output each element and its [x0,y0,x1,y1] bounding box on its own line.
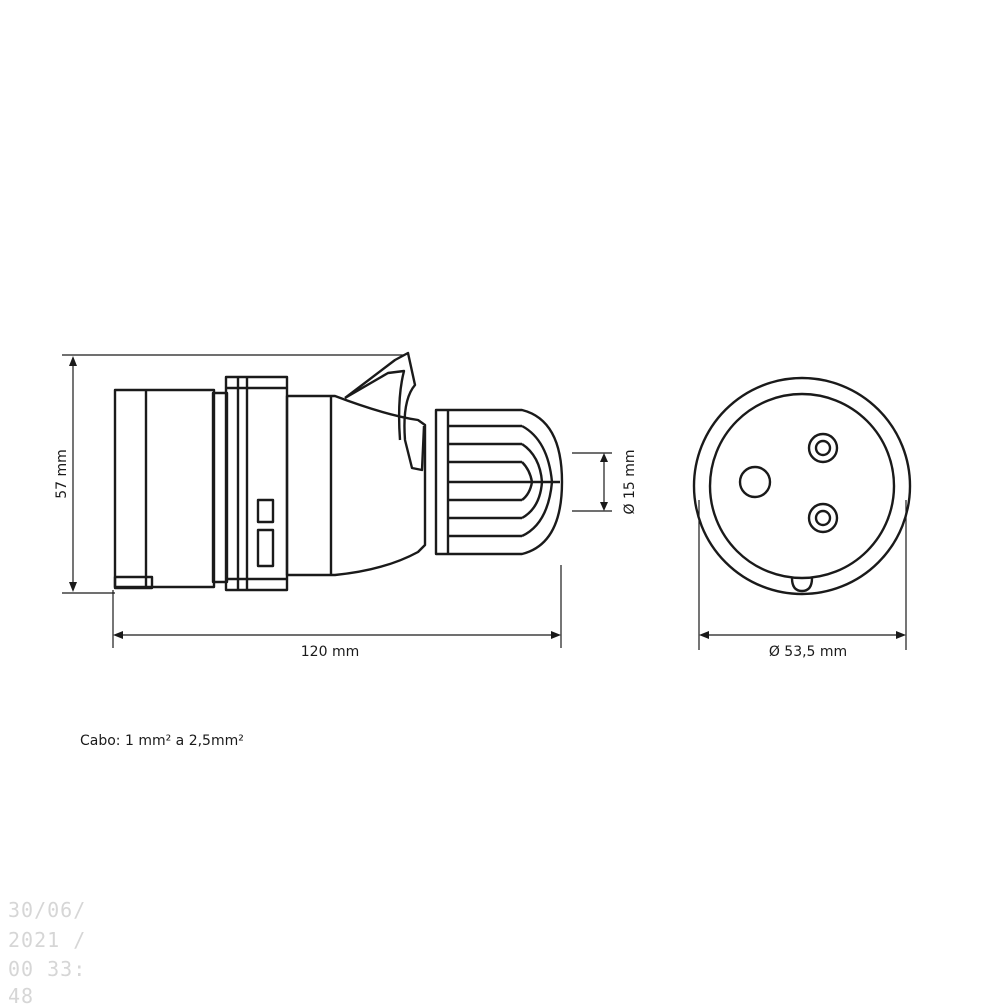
pin-hole-top-inner [814,439,832,457]
front-housing [113,388,216,589]
face-key-notch [790,577,814,593]
cable-arrow-bottom [600,502,608,511]
length-arrow-left [113,631,123,639]
watermark-line-1: 30/06/ [8,898,87,922]
height-arrow-top [69,356,77,366]
cable-caption: Cabo: 1 mm² a 2,5mm² [80,733,244,749]
earth-pin-hole [738,465,772,499]
face-outer-ring [692,376,912,596]
flange-window-1 [256,498,275,524]
face-arrow-left [699,631,709,639]
gland-nut [434,408,564,556]
plug-front-view [692,376,912,596]
top-latch-inner [344,369,406,441]
face-arrow-right [896,631,906,639]
ring-flange [224,375,289,592]
pin-hole-bottom-inner [814,509,832,527]
cable-arrow-top [600,453,608,462]
length-arrow-right [551,631,561,639]
length-label: 120 mm [301,644,359,660]
pin-hole-top-outer [807,432,839,464]
front-bottom-tab [113,575,154,590]
height-arrow-bottom [69,582,77,592]
pin-hole-bottom-outer [807,502,839,534]
watermark-line-2: 2021 / [8,928,87,952]
dimension-lines [62,354,907,650]
flange-window-2 [256,528,275,568]
face-diameter-label: Ø 53,5 mm [769,644,847,660]
height-label: 57 mm [54,449,70,499]
face-inner-ring [708,392,896,580]
watermark-line-3: 00 33: [8,957,87,981]
tapered-body [285,394,427,577]
plug-side-view [113,351,564,592]
top-latch [344,351,426,472]
cable-diameter-label: Ø 15 mm [622,449,638,514]
watermark-line-4: 48 [8,984,35,1008]
